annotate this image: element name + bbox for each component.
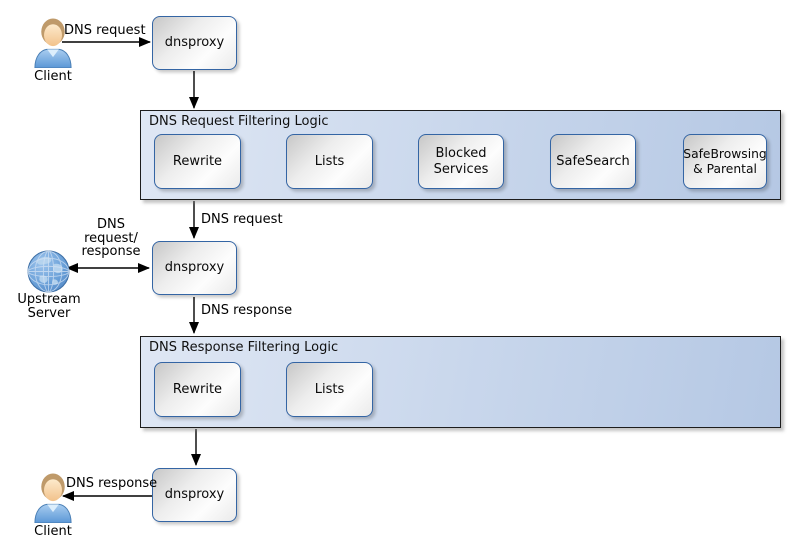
client-top-label: Client [34, 69, 72, 84]
upstream-server-label: Upstream Server [17, 292, 81, 322]
edge-label-upstream-exchange: DNS request/ response [81, 217, 141, 260]
request-filtering-title: DNS Request Filtering Logic [149, 114, 329, 129]
request-filtering-container: DNS Request Filtering Logic Rewrite List… [140, 110, 781, 200]
client-icon [34, 473, 72, 523]
step-safebrowsing-parental: SafeBrowsing & Parental [683, 134, 767, 189]
dnsproxy-node-bottom: dnsproxy [152, 468, 237, 522]
response-filtering-title: DNS Response Filtering Logic [149, 340, 339, 355]
response-filtering-container: DNS Response Filtering Logic Rewrite Lis… [140, 336, 781, 428]
step-response-lists: Lists [286, 362, 373, 417]
step-safesearch: SafeSearch [550, 134, 636, 189]
edge-label-proxy-response: DNS response [201, 303, 293, 318]
dnsproxy-node-top: dnsproxy [152, 16, 237, 70]
globe-icon [27, 250, 70, 293]
client-bottom-label: Client [34, 524, 72, 539]
step-request-rewrite: Rewrite [154, 134, 241, 189]
client-icon [34, 18, 72, 68]
edge-label-client-request: DNS request [64, 23, 146, 38]
edge-label-filtered-request: DNS request [201, 212, 283, 227]
step-request-lists: Lists [286, 134, 373, 189]
step-blocked-services: Blocked Services [418, 134, 504, 189]
step-response-rewrite: Rewrite [154, 362, 241, 417]
edge-label-client-response: DNS response [66, 476, 158, 491]
dnsproxy-node-middle: dnsproxy [152, 241, 237, 295]
